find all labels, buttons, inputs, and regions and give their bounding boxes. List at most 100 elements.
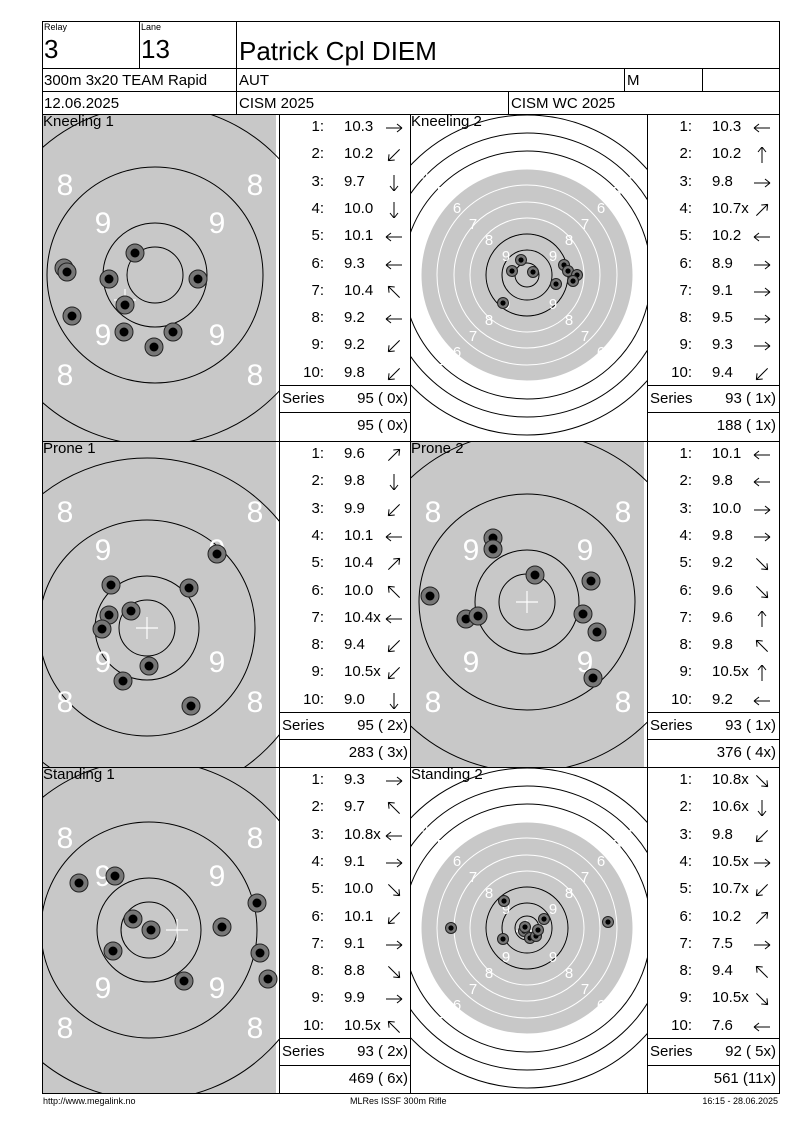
shot-value: 10.2 [712,907,742,925]
shot-value: 10.4 [344,281,374,299]
ring-number: 6 [453,997,461,1014]
direction-arrow-icon [384,229,404,249]
shot-number: 4: [679,526,692,544]
shot-row: 10:9.2 [648,691,778,713]
shot-value: 10.2 [712,145,742,163]
shot-number: 7: [679,934,692,952]
shot-row: 4:9.8 [648,527,778,549]
shot-hole-core [74,878,84,888]
shot-value: 8.8 [344,962,365,980]
direction-arrow-icon [752,693,772,713]
direction-arrow-icon [752,1019,772,1039]
shot-number: 1: [679,445,692,462]
shot-number: 6: [679,254,692,272]
ring-number: 9 [209,207,226,240]
shot-value: 9.6 [712,581,733,599]
shot-hole-core [168,327,178,337]
shot-number: 6: [679,907,692,925]
shot-row: 6:10.1 [280,908,410,930]
shot-value: 9.5 [712,309,733,327]
shot-row: 7:9.1 [280,935,410,957]
shot-row: 7:10.4 [280,282,410,304]
shot-hole-core [110,871,120,881]
ring-number: 9 [549,949,557,966]
shot-number: 2: [679,798,692,816]
ring-number: 9 [95,860,112,893]
shot-number: 8: [311,962,324,980]
direction-arrow-icon [752,366,772,386]
footer-url[interactable]: http://www.megalink.no [43,1096,136,1106]
shot-number: 3: [311,172,324,190]
shot-hole-core [263,974,273,984]
shot-row: 6:9.6 [648,582,778,604]
shot-row: 10:10.5x [280,1017,410,1039]
ring-number: 7 [469,869,477,886]
shot-hole-core [130,248,140,258]
shot-row: 1:10.3 [648,118,778,140]
ring-number: 6 [597,200,605,217]
shot-value: 8.9 [712,254,733,272]
shot-hole-core [126,606,136,616]
shot-hole-core [186,701,196,711]
shot-row: 5:9.2 [648,554,778,576]
shot-value: 9.8 [712,825,733,843]
ring-number: 9 [95,646,112,679]
ring-number: 8 [485,232,493,249]
shot-row: 4:9.1 [280,853,410,875]
shot-hole-core [97,624,107,634]
ring-number: 5 [613,837,621,854]
direction-arrow-icon [752,937,772,957]
shot-number: 10: [671,363,692,381]
direction-arrow-icon [752,610,772,631]
shot-row: 10:9.8 [280,364,410,386]
shot-hole-core [500,936,506,942]
shot-hole-core [541,916,547,922]
direction-arrow-icon [384,174,404,195]
shot-value: 10.0 [344,199,374,217]
date: 12.06.2025 [44,95,120,112]
ring-number: 8 [247,169,264,202]
shot-hole-core [119,327,129,337]
direction-arrow-icon [384,311,404,331]
ring-number: 9 [95,207,112,240]
direction-arrow-icon [384,855,404,875]
shot-hole-core [530,269,536,275]
direction-arrow-icon [384,991,404,1011]
shot-number: 3: [679,825,692,843]
shot-value: 10.5x [344,1016,381,1034]
shot-number: 7: [311,608,324,626]
shot-value: 10.8x [712,771,749,788]
running-total: 95 ( 0x) [357,417,408,434]
direction-arrow-icon [752,474,772,494]
direction-arrow-icon [752,175,772,195]
shot-number: 5: [311,554,324,572]
direction-arrow-icon [384,665,404,685]
direction-arrow-icon [752,855,772,875]
shot-value: 9.4 [344,636,365,654]
shot-row: 4:10.7x [648,200,778,222]
shot-number: 3: [311,499,324,517]
running-total: 469 ( 6x) [348,1070,408,1087]
shot-value: 9.0 [344,690,365,708]
shot-number: 6: [311,581,324,599]
shot-value: 9.8 [712,472,733,490]
target-ring [43,519,256,737]
shot-row: 2:10.2 [280,145,410,167]
ring-number: 5 [613,1014,621,1031]
shot-value: 9.3 [344,254,365,272]
shot-hole-core [146,925,156,935]
shot-hole-core [530,570,540,580]
shot-row: 2:10.2 [648,145,778,167]
shot-number: 2: [311,798,324,816]
direction-arrow-icon [384,147,404,167]
shot-row: 10:7.6 [648,1017,778,1039]
panel-title: Standing 2 [411,768,483,783]
series-label: Series [650,390,693,407]
direction-arrow-icon [752,257,772,277]
target-ring [96,877,202,983]
shot-hole-core [67,311,77,321]
shot-number: 1: [311,771,324,788]
shot-row: 9:10.5x [648,663,778,685]
relay-value: 3 [44,34,59,64]
